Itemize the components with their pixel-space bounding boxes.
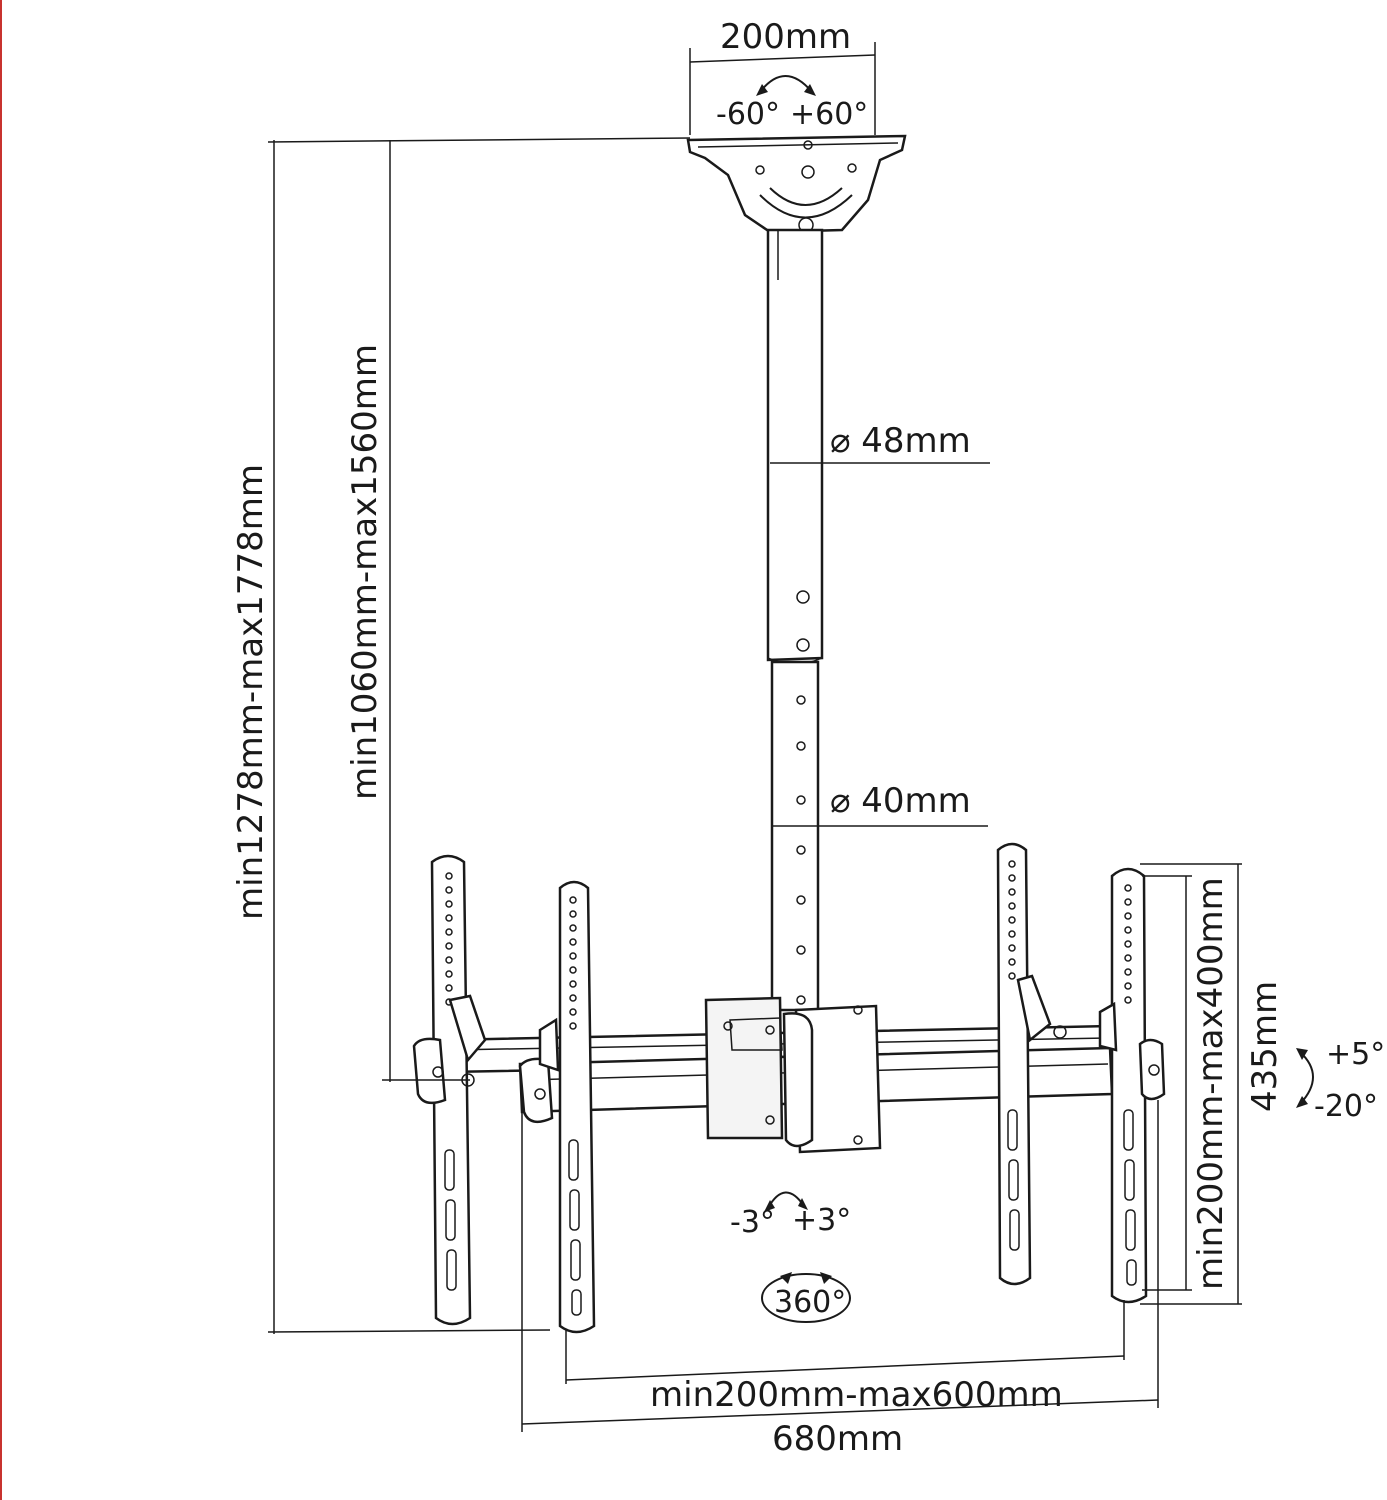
plate-bolt-icon bbox=[801, 165, 815, 179]
swivel-right-label: +60° bbox=[790, 97, 868, 132]
total-height-dimension: min1278mm-max1778mm bbox=[231, 137, 691, 1334]
left-front-bracket bbox=[518, 880, 596, 1334]
upper-pole bbox=[766, 228, 824, 665]
arrow-down-icon bbox=[1296, 1096, 1308, 1108]
rotation-label: 360° bbox=[774, 1285, 846, 1320]
tilt-indicator: +5° -20° bbox=[1296, 1037, 1385, 1124]
roll-indicator: -3° +3° bbox=[730, 1191, 851, 1240]
tilt-up-label: +5° bbox=[1326, 1037, 1385, 1072]
bracket-total-height-dimension: 435mm bbox=[1140, 863, 1285, 1305]
bracket-height-label: min200mm-max400mm bbox=[1191, 877, 1231, 1290]
pole-bolt-icon bbox=[796, 590, 810, 604]
arrow-icon bbox=[820, 1272, 832, 1284]
arrow-right-icon bbox=[798, 1198, 808, 1210]
swivel-left-label: -60° bbox=[716, 97, 780, 132]
arrow-left-icon bbox=[764, 1200, 775, 1212]
arrow-left-icon bbox=[756, 84, 768, 96]
lower-pole bbox=[770, 660, 820, 1012]
arrow-icon bbox=[780, 1272, 792, 1284]
total-width-dimension: 680mm bbox=[521, 1100, 1159, 1459]
pole-height-label: min1060mm-max1560mm bbox=[345, 344, 385, 800]
upper-pole-diameter-callout: ⌀ 48mm bbox=[770, 421, 990, 464]
plate-swivel-indicator: -60° +60° bbox=[716, 75, 868, 132]
page-edge-rule bbox=[0, 0, 2, 1500]
tilt-down-label: -20° bbox=[1314, 1089, 1378, 1124]
roll-left-label: -3° bbox=[730, 1205, 775, 1240]
bracket-height-dimension: min200mm-max400mm bbox=[1142, 875, 1231, 1291]
plate-width-label: 200mm bbox=[720, 17, 851, 57]
roll-right-label: +3° bbox=[792, 1203, 851, 1238]
right-rear-bracket bbox=[996, 842, 1067, 1286]
lower-pole-diameter-label: ⌀ 40mm bbox=[830, 781, 971, 821]
rotation-indicator: 360° bbox=[761, 1272, 851, 1323]
plate-width-dimension: 200mm bbox=[689, 17, 876, 135]
left-rear-bracket bbox=[412, 854, 487, 1326]
right-front-bracket bbox=[1098, 867, 1166, 1304]
lower-pole-diameter-callout: ⌀ 40mm bbox=[772, 781, 988, 827]
pole-bolt-icon bbox=[796, 638, 810, 652]
upper-pole-diameter-label: ⌀ 48mm bbox=[830, 421, 971, 461]
total-width-label: 680mm bbox=[772, 1419, 903, 1459]
total-height-label: min1278mm-max1778mm bbox=[231, 464, 271, 920]
bracket-total-height-label: 435mm bbox=[1245, 981, 1285, 1112]
center-clamp bbox=[704, 996, 882, 1154]
vesa-width-label: min200mm-max600mm bbox=[650, 1375, 1063, 1415]
vesa-width-dimension: min200mm-max600mm bbox=[565, 1300, 1125, 1415]
ceiling-plate bbox=[686, 134, 907, 234]
arrow-up-icon bbox=[1296, 1048, 1308, 1060]
arrow-right-icon bbox=[804, 84, 816, 96]
pole-height-dimension: min1060mm-max1560mm bbox=[345, 140, 470, 1082]
